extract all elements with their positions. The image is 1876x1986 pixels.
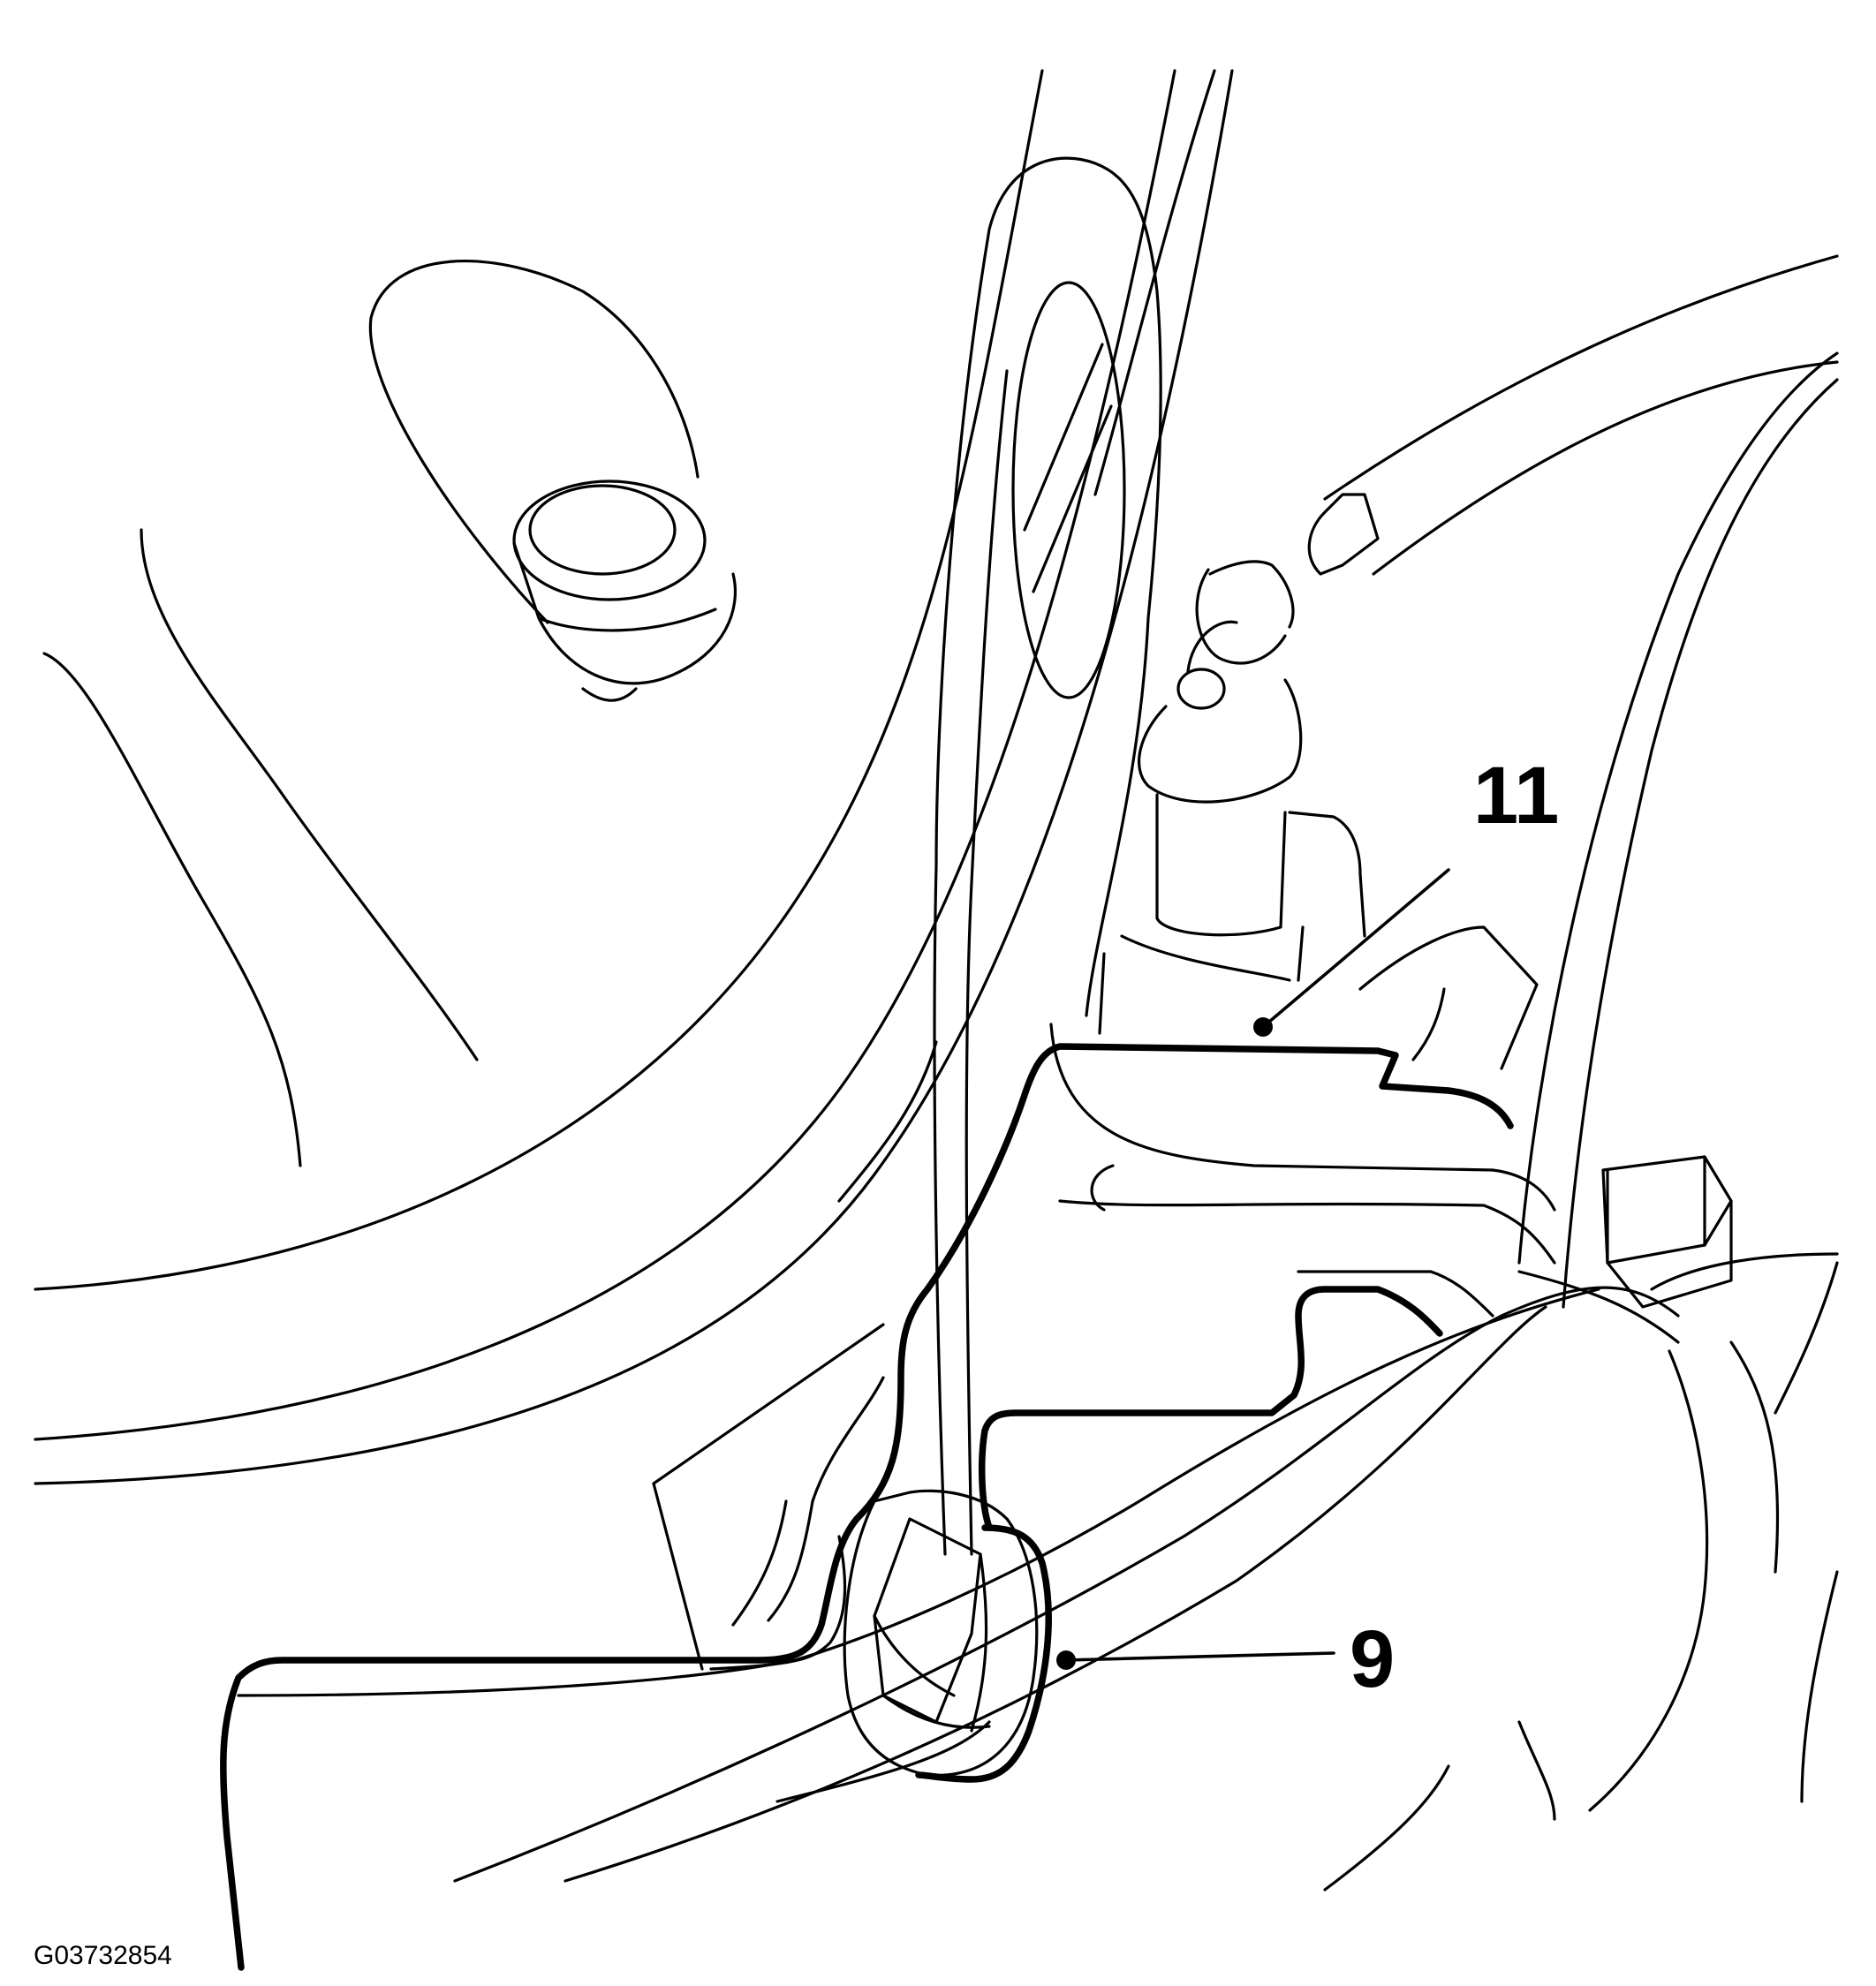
support-strut [933,156,1162,1556]
mounting-boss [368,259,738,702]
body-panel-contours [34,69,1234,1485]
figure-id: G03732854 [34,1941,172,1970]
callout-11-leader [1261,868,1450,1029]
cable-tie-block [1601,1155,1733,1309]
callout-11: 11 [1253,751,1559,1037]
wiring-harness [1098,254,1839,1035]
callout-11-label: 11 [1473,751,1559,841]
bracket-surface-lines [652,925,1556,1671]
lower-flange-lines [237,351,1839,1892]
hex-nut [843,1489,1039,1777]
callout-9-leader [1064,1651,1335,1662]
callout-9-dot [1056,1650,1076,1670]
callout-9-label: 9 [1350,1614,1395,1704]
callout-11-dot [1253,1017,1273,1037]
callout-9: 9 [1056,1614,1395,1704]
bracket-outline-bold [220,1043,1514,1971]
